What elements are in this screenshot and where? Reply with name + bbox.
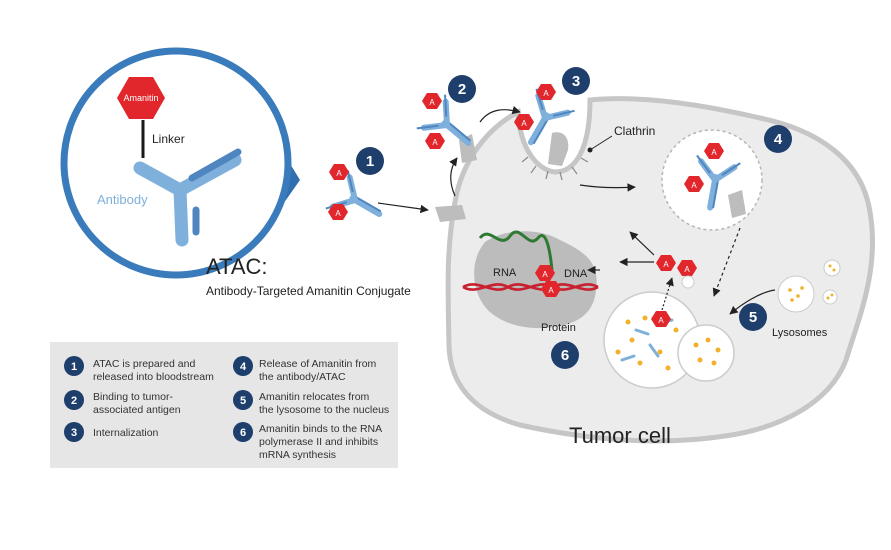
svg-text:Amanitin relocates from: Amanitin relocates from	[259, 391, 370, 403]
amanitin-in-lysosome: A	[651, 311, 671, 327]
step-badge-3: 3	[562, 67, 590, 95]
step-badge-6: 6	[551, 341, 579, 369]
svg-text:A: A	[542, 270, 548, 279]
svg-text:3: 3	[71, 427, 77, 439]
receptor-3-pit	[548, 132, 569, 166]
svg-text:A: A	[336, 169, 342, 178]
lysosomes-label: Lysosomes	[772, 327, 828, 339]
legend-item-5: 5 Amanitin relocates from the lysosome t…	[233, 390, 389, 416]
svg-text:5: 5	[240, 395, 246, 407]
svg-text:A: A	[711, 148, 717, 157]
clathrin-label: Clathrin	[614, 124, 655, 138]
lysosome-tiny-1	[823, 259, 841, 277]
svg-text:A: A	[543, 89, 549, 98]
lysosome-small	[677, 324, 735, 382]
svg-text:Binding to tumor-: Binding to tumor-	[93, 391, 173, 403]
svg-text:5: 5	[749, 309, 757, 326]
atac-step4: A A	[684, 143, 746, 218]
legend-item-1: 1 ATAC is prepared and released into blo…	[64, 356, 214, 383]
lysosome-outside	[777, 275, 815, 313]
nucleus	[474, 231, 597, 329]
svg-text:4: 4	[240, 361, 247, 373]
svg-text:A: A	[548, 286, 554, 295]
step-badge-5: 5	[739, 303, 767, 331]
svg-text:1: 1	[366, 153, 374, 170]
svg-text:released into bloodstream: released into bloodstream	[93, 371, 214, 383]
amanitin-on-polymerase: A A	[535, 265, 561, 297]
zoom-circle	[60, 47, 292, 279]
svg-text:6: 6	[561, 347, 569, 364]
svg-text:4: 4	[774, 131, 783, 148]
lysosome-tiny-3	[681, 275, 695, 289]
svg-text:A: A	[335, 209, 341, 218]
svg-text:mRNA synthesis: mRNA synthesis	[259, 449, 336, 461]
lysosome-tiny-2	[822, 289, 838, 305]
legend-item-4: 4 Release of Amanitin from the antibody/…	[233, 356, 377, 383]
svg-text:2: 2	[71, 395, 77, 407]
svg-text:polymerase II and inhibits: polymerase II and inhibits	[259, 436, 378, 448]
rna-label: RNA	[493, 267, 517, 279]
arrows	[377, 105, 776, 315]
svg-text:A: A	[658, 316, 664, 325]
clathrin-pointer	[589, 135, 613, 151]
svg-text:Internalization: Internalization	[93, 427, 159, 439]
svg-text:1: 1	[71, 361, 77, 373]
receptor-1	[435, 205, 466, 222]
svg-text:A: A	[521, 119, 527, 128]
legend-item-3: 3 Internalization	[64, 422, 159, 442]
clathrin-coat	[521, 156, 589, 181]
step-badge-4: 4	[764, 125, 792, 153]
protein-label: Protein	[541, 322, 576, 334]
dna-label: DNA	[564, 268, 588, 280]
svg-text:A: A	[684, 265, 690, 274]
legend-item-2: 2 Binding to tumor- associated antigen	[64, 390, 181, 416]
svg-text:the lysosome to the nucleus: the lysosome to the nucleus	[259, 404, 389, 416]
zoom-antibody-label: Antibody	[97, 192, 148, 207]
lysosome-contents	[615, 264, 836, 371]
step-badge-1: 1	[356, 147, 384, 175]
svg-text:Amanitin binds to the RNA: Amanitin binds to the RNA	[259, 423, 382, 435]
atac-acronym: ATAC:	[206, 254, 268, 279]
svg-text:ATAC is prepared and: ATAC is prepared and	[93, 358, 195, 370]
zoom-linker-label: Linker	[152, 132, 185, 146]
svg-text:3: 3	[572, 73, 580, 90]
zoomed-atac	[117, 77, 242, 247]
atac-step2: A A	[417, 93, 483, 160]
legend-box	[50, 342, 398, 468]
svg-text:A: A	[429, 98, 435, 107]
free-amanitin: A A	[656, 255, 697, 276]
dna-helix	[462, 283, 599, 291]
tumor-cell-label: Tumor cell	[569, 423, 671, 448]
svg-text:the antibody/ATAC: the antibody/ATAC	[259, 371, 346, 383]
amanitin-toxin-large	[117, 77, 165, 119]
svg-text:associated antigen: associated antigen	[93, 404, 181, 416]
svg-text:A: A	[691, 181, 697, 190]
svg-text:A: A	[432, 138, 438, 147]
svg-text:Release of Amanitin from: Release of Amanitin from	[259, 358, 377, 370]
zoom-toxin-label: Amanitin	[123, 93, 158, 103]
legend-item-6: 6 Amanitin binds to the RNA polymerase I…	[233, 422, 382, 461]
rna-strand	[478, 230, 554, 271]
svg-text:A: A	[663, 260, 669, 269]
svg-text:6: 6	[240, 427, 246, 439]
svg-text:2: 2	[458, 81, 466, 98]
atac-full-name: Antibody-Targeted Amanitin Conjugate	[206, 284, 411, 298]
atac-step1: A A	[326, 164, 390, 233]
step-badge-2: 2	[448, 75, 476, 103]
atac-step3: A A	[512, 84, 575, 153]
